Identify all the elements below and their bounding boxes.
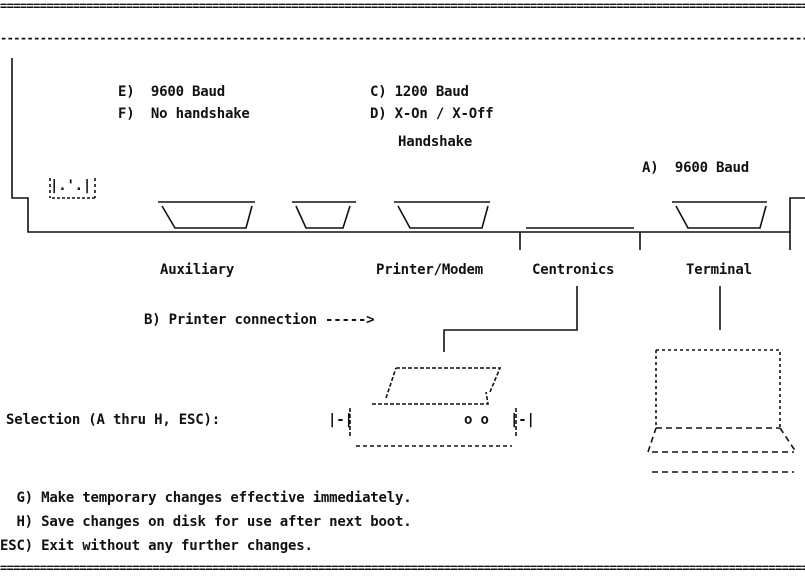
- panel-bottom-right: [519, 197, 805, 250]
- action-h: H) Save changes on disk for use after ne…: [0, 514, 412, 530]
- port-label-centronics: Centronics: [532, 262, 615, 278]
- panel-left-edge: [11, 58, 520, 233]
- option-e-label: E) 9600 Baud: [118, 84, 225, 100]
- printer-icon: [349, 367, 517, 438]
- bottom-double-rule: ========================================…: [0, 562, 805, 574]
- port-label-printer-modem: Printer/Modem: [376, 262, 483, 278]
- aux-port-2-icon: [292, 201, 356, 229]
- aux-port-1-icon: [158, 201, 255, 229]
- top-dashed-rule: ----------------------------------------…: [0, 32, 805, 44]
- option-d-label: D) X-On / X-Off: [370, 106, 494, 122]
- printer-modem-port-icon: [394, 201, 490, 229]
- terminal-port-icon: [672, 201, 767, 229]
- printer-left-bracket: |-|: [328, 412, 353, 428]
- top-double-rule: ========================================…: [0, 0, 805, 12]
- printer-right-bracket: |-|: [510, 412, 535, 428]
- port-label-auxiliary: Auxiliary: [160, 262, 235, 278]
- printer-cable: [443, 286, 578, 352]
- action-g: G) Make temporary changes effective imme…: [0, 490, 412, 506]
- selection-prompt[interactable]: Selection (A thru H, ESC):: [6, 412, 220, 428]
- terminal-icon: [655, 349, 781, 428]
- option-c-label: C) 1200 Baud: [370, 84, 469, 100]
- port-label-terminal: Terminal: [686, 262, 752, 278]
- option-b-label: B) Printer connection ----->: [144, 312, 375, 328]
- option-d-label-cont: Handshake: [398, 134, 473, 150]
- action-esc: ESC) Exit without any further changes.: [0, 538, 313, 554]
- power-connector-glyph: |.'.|: [50, 178, 92, 194]
- printer-dots: o o: [464, 412, 489, 428]
- option-a-label: A) 9600 Baud: [642, 160, 749, 176]
- option-f-label: F) No handshake: [118, 106, 250, 122]
